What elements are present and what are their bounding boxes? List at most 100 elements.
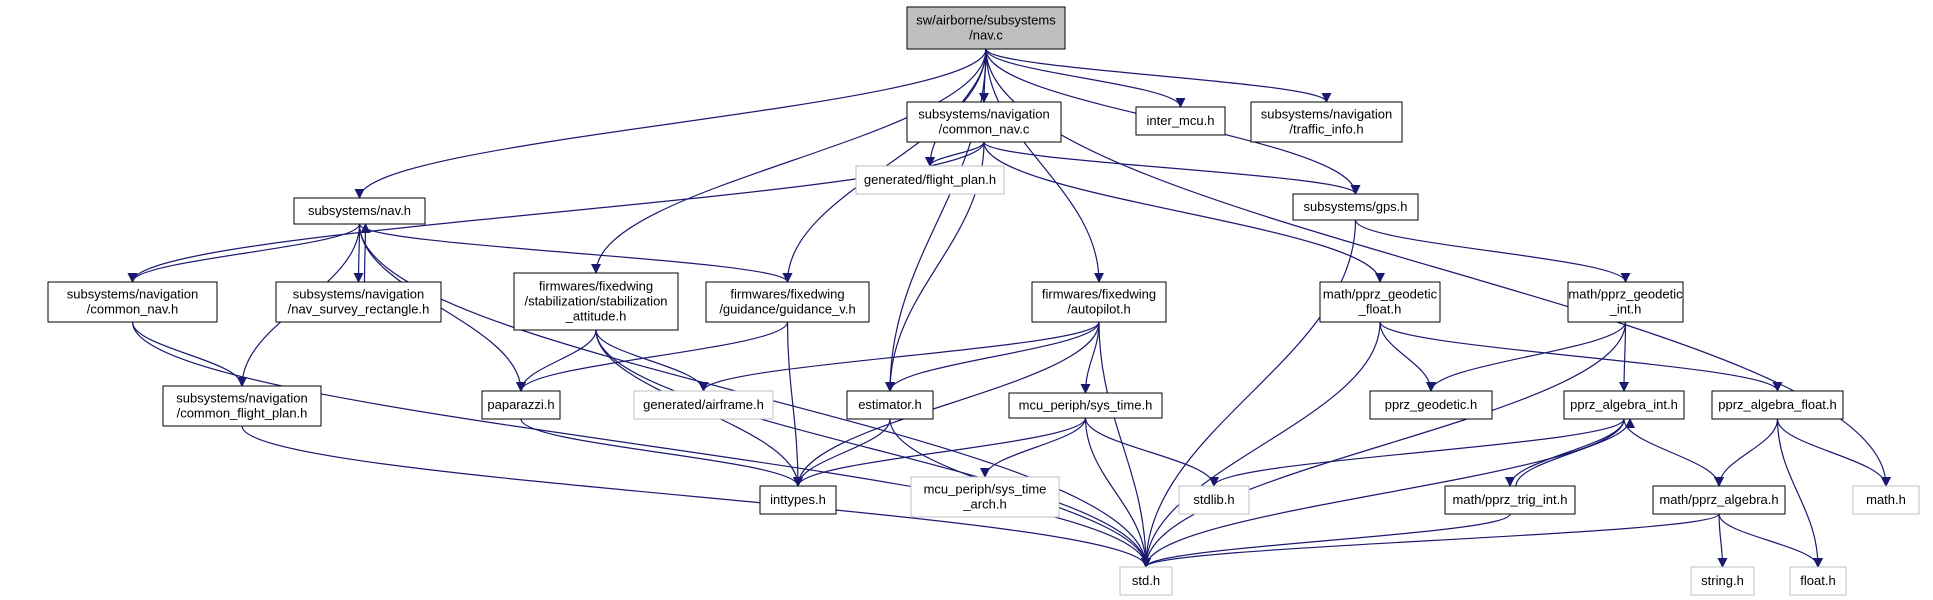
node-alg_int[interactable]: pprz_algebra_int.h: [1563, 390, 1685, 420]
node-label: inttypes.h: [770, 492, 826, 507]
edge-stab_att-to-std: [595, 329, 1151, 568]
node-label: subsystems/navigation: [1261, 107, 1393, 122]
node-label: estimator.h: [858, 397, 922, 412]
edge-nav_h-to-common_nav_h: [127, 223, 361, 283]
node-label: float.h: [1800, 573, 1835, 588]
node-pprz_geodetic[interactable]: pprz_geodetic.h: [1369, 390, 1493, 420]
node-label: /guidance/guidance_v.h: [719, 302, 855, 317]
node-box: [481, 390, 561, 420]
node-box: [1178, 485, 1250, 515]
node-nav_h[interactable]: subsystems/nav.h: [293, 197, 426, 225]
node-label: _attitude.h: [565, 309, 627, 324]
edge-pprz_algebra-to-float: [1718, 513, 1823, 568]
node-guidance_v[interactable]: firmwares/fixedwing/guidance/guidance_v.…: [705, 281, 870, 323]
edge-autopilot-to-airframe: [698, 321, 1100, 392]
edge-pprz_algebra-to-string: [1717, 513, 1728, 568]
edge-alg_float-to-float: [1776, 418, 1823, 568]
edge-trig_int-to-alg_int: [1515, 418, 1635, 487]
node-box: [162, 385, 322, 427]
node-common_nav_c[interactable]: subsystems/navigation/common_nav.c: [906, 101, 1062, 143]
node-label: /traffic_info.h: [1289, 122, 1363, 137]
nodes: sw/airborne/subsystems/nav.c subsystems/n…: [47, 6, 1920, 596]
edge-sys_time-to-inttypes: [793, 417, 1087, 487]
edge-guidance_v-to-inttypes: [786, 321, 803, 487]
node-label: subsystems/navigation: [918, 107, 1050, 122]
node-box: [906, 6, 1066, 50]
node-box: [1852, 485, 1920, 515]
edge-geo_int-to-pprz_geodetic: [1426, 321, 1627, 392]
edge-geo_float-to-pprz_geodetic: [1379, 321, 1436, 392]
node-gps[interactable]: subsystems/gps.h: [1292, 193, 1419, 221]
node-stab_att[interactable]: firmwares/fixedwing/stabilization/stabil…: [513, 272, 679, 331]
node-estimator[interactable]: estimator.h: [846, 390, 934, 420]
edge-root-to-inter_mcu: [985, 48, 1186, 108]
node-label: /common_nav.c: [939, 122, 1030, 137]
node-box: [1369, 390, 1493, 420]
node-box: [1319, 281, 1441, 323]
node-label: generated/flight_plan.h: [864, 172, 996, 187]
node-paparazzi[interactable]: paparazzi.h: [481, 390, 561, 420]
edge-gps-to-std: [1141, 219, 1357, 568]
node-label: subsystems/navigation: [67, 287, 199, 302]
node-label: mcu_periph/sys_time.h: [1019, 398, 1153, 413]
node-label: paparazzi.h: [487, 397, 554, 412]
node-label: generated/airframe.h: [643, 397, 764, 412]
node-sys_time_arch[interactable]: mcu_periph/sys_time_arch.h: [910, 476, 1060, 518]
edge-gps-to-geo_int: [1354, 219, 1631, 283]
node-box: [1292, 193, 1419, 221]
node-std[interactable]: std.h: [1119, 566, 1173, 596]
edge-nav_h-to-guidance_v: [358, 223, 793, 283]
node-box: [855, 165, 1005, 195]
node-traffic_info[interactable]: subsystems/navigation/traffic_info.h: [1250, 101, 1403, 143]
node-box: [1567, 281, 1684, 323]
node-common_nav_h[interactable]: subsystems/navigation/common_nav.h: [47, 281, 218, 323]
edge-paparazzi-to-inttypes: [520, 418, 803, 487]
node-inttypes[interactable]: inttypes.h: [759, 485, 837, 515]
edge-alg_float-to-math: [1776, 418, 1891, 487]
node-box: [633, 390, 774, 420]
node-airframe[interactable]: generated/airframe.h: [633, 390, 774, 420]
node-common_fp[interactable]: subsystems/navigation/common_flight_plan…: [162, 385, 322, 427]
node-label: math/pprz_geodetic: [1323, 287, 1438, 302]
edge-root-to-stab_att: [591, 48, 987, 274]
node-sys_time[interactable]: mcu_periph/sys_time.h: [1008, 392, 1163, 419]
node-stdlib[interactable]: stdlib.h: [1178, 485, 1250, 515]
node-string[interactable]: string.h: [1690, 566, 1755, 596]
node-box: [47, 281, 218, 323]
node-autopilot[interactable]: firmwares/fixedwing/autopilot.h: [1031, 281, 1167, 323]
node-box: [1008, 392, 1163, 419]
node-trig_int[interactable]: math/pprz_trig_int.h: [1444, 485, 1576, 515]
node-label: _arch.h: [962, 497, 1006, 512]
edge-root-to-traffic_info: [985, 48, 1332, 103]
edge-alg_int-to-stdlib: [1209, 418, 1625, 487]
node-pprz_algebra[interactable]: math/pprz_algebra.h: [1652, 485, 1786, 515]
node-label: math.h: [1866, 492, 1906, 507]
node-box: [1135, 106, 1226, 136]
node-math[interactable]: math.h: [1852, 485, 1920, 515]
node-label: subsystems/gps.h: [1303, 199, 1407, 214]
edge-alg_int-to-std: [1141, 418, 1625, 568]
node-box: [513, 272, 679, 331]
node-box: [1563, 390, 1685, 420]
node-root[interactable]: sw/airborne/subsystems/nav.c: [906, 6, 1066, 50]
node-geo_float[interactable]: math/pprz_geodetic_float.h: [1319, 281, 1441, 323]
node-alg_float[interactable]: pprz_algebra_float.h: [1711, 390, 1844, 420]
node-nav_survey[interactable]: subsystems/navigation/nav_survey_rectang…: [275, 281, 442, 323]
node-label: /autopilot.h: [1067, 302, 1131, 317]
node-box: [293, 197, 426, 225]
node-inter_mcu[interactable]: inter_mcu.h: [1135, 106, 1226, 136]
node-label: subsystems/nav.h: [308, 203, 411, 218]
node-float[interactable]: float.h: [1789, 566, 1847, 596]
node-label: pprz_algebra_float.h: [1718, 397, 1837, 412]
edge-sys_time-to-stdlib: [1084, 417, 1219, 487]
node-geo_int[interactable]: math/pprz_geodetic_int.h: [1567, 281, 1684, 323]
node-label: math/pprz_trig_int.h: [1453, 492, 1568, 507]
node-box: [705, 281, 870, 323]
edge-nav_survey-to-nav_h: [360, 223, 371, 283]
node-label: _int.h: [1609, 302, 1642, 317]
edge-sys_time-to-std: [1084, 417, 1151, 568]
edge-sys_time-to-sys_time_arch: [980, 417, 1087, 478]
node-label: std.h: [1132, 573, 1160, 588]
node-flight_plan[interactable]: generated/flight_plan.h: [855, 165, 1005, 195]
